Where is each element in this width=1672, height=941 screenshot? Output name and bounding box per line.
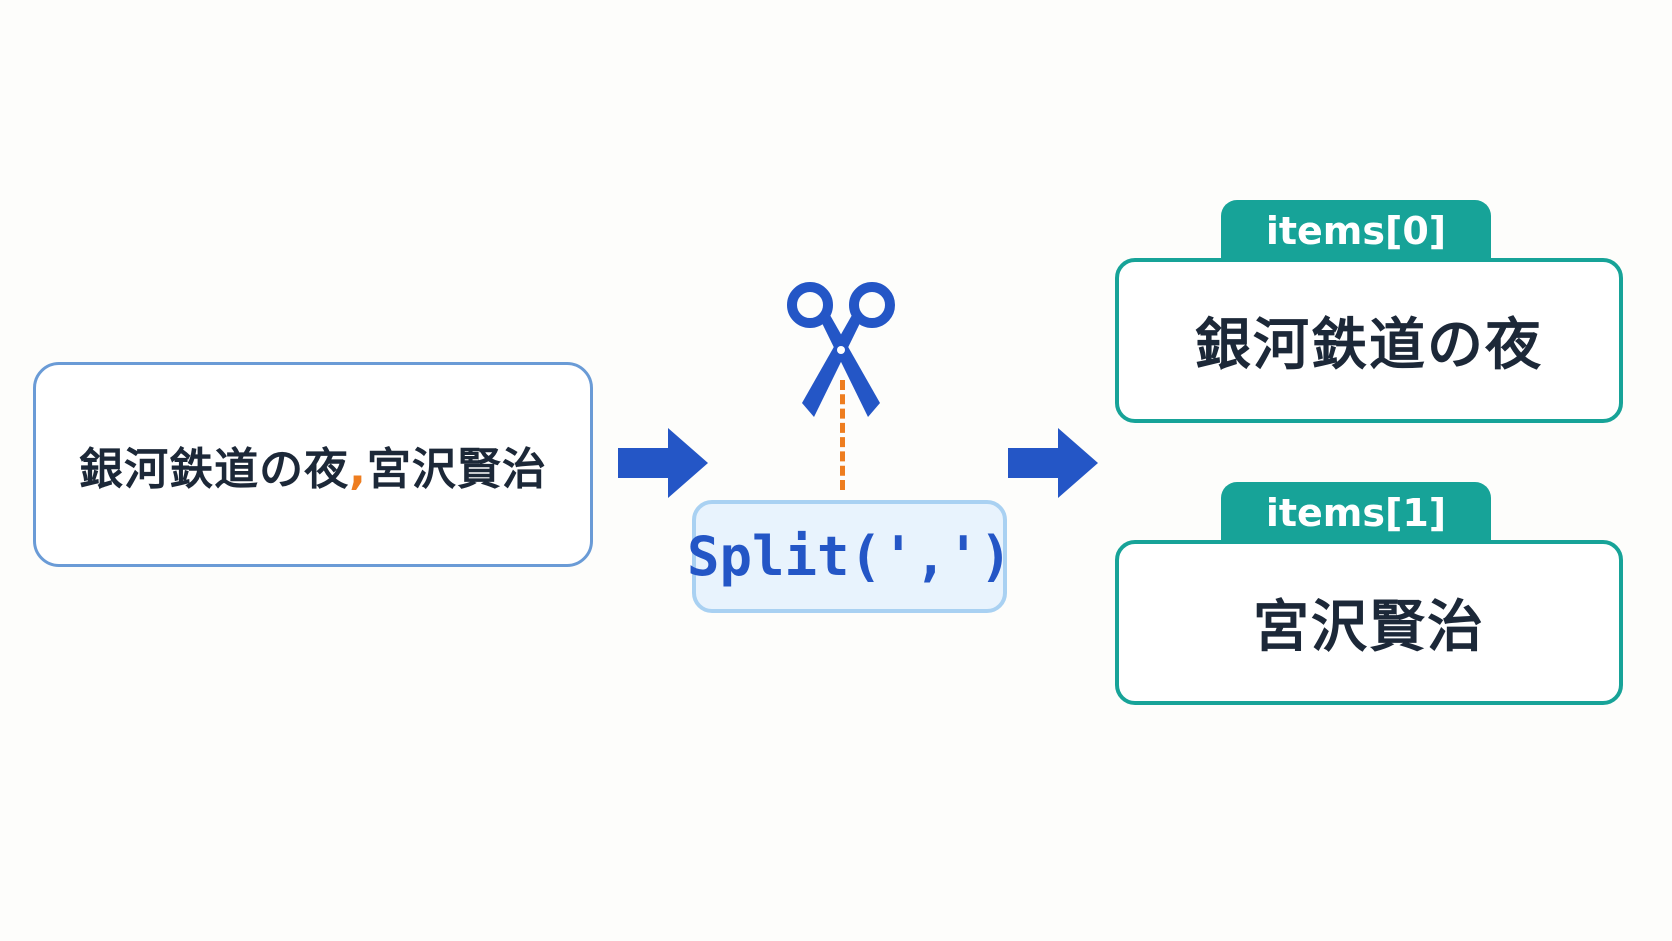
- separator-char: ,: [349, 443, 367, 495]
- output-value: 銀河鉄道の夜: [1195, 313, 1543, 378]
- output-item-1: items[1] 宮沢賢治: [1115, 482, 1623, 707]
- cut-line: [840, 380, 845, 490]
- split-label: Split(','): [686, 525, 1013, 588]
- scissors-icon: [787, 282, 895, 417]
- split-operation-box: Split(','): [687, 500, 1012, 613]
- output-index-tab: items[1]: [1221, 482, 1491, 544]
- input-part-2: 宮沢賢治: [366, 443, 547, 495]
- output-value-box: 銀河鉄道の夜: [1115, 258, 1623, 423]
- arrow-right-icon: [618, 428, 708, 498]
- output-index-tab: items[0]: [1221, 200, 1491, 262]
- output-value-box: 宮沢賢治: [1115, 540, 1623, 705]
- input-string: 銀河鉄道の夜,宮沢賢治: [79, 433, 547, 497]
- output-value: 宮沢賢治: [1253, 595, 1485, 660]
- input-string-box: 銀河鉄道の夜,宮沢賢治: [33, 362, 593, 567]
- output-item-0: items[0] 銀河鉄道の夜: [1115, 200, 1623, 425]
- arrow-right-icon: [1008, 428, 1098, 498]
- input-part-1: 銀河鉄道の夜: [79, 443, 350, 495]
